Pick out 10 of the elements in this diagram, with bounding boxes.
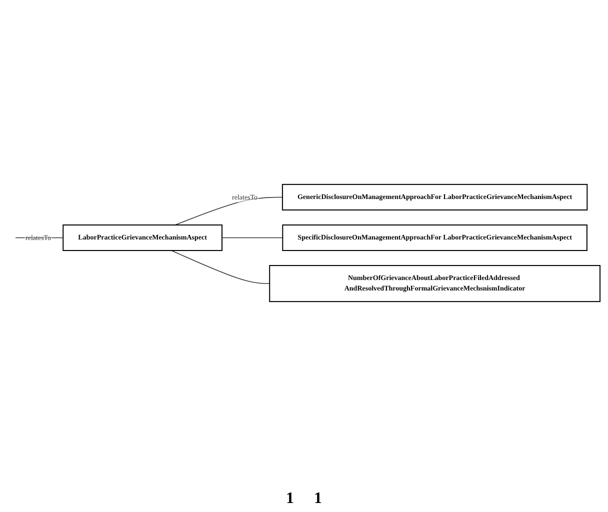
node-box	[62, 224, 222, 251]
node-box	[269, 265, 600, 302]
node-box	[282, 184, 588, 210]
node-box	[282, 224, 588, 251]
connector	[174, 196, 283, 226]
multiplicity-label: 1	[314, 490, 322, 508]
connector	[222, 237, 284, 238]
multiplicity-label: 1	[286, 490, 294, 508]
connector	[15, 237, 64, 238]
connector	[170, 250, 270, 284]
